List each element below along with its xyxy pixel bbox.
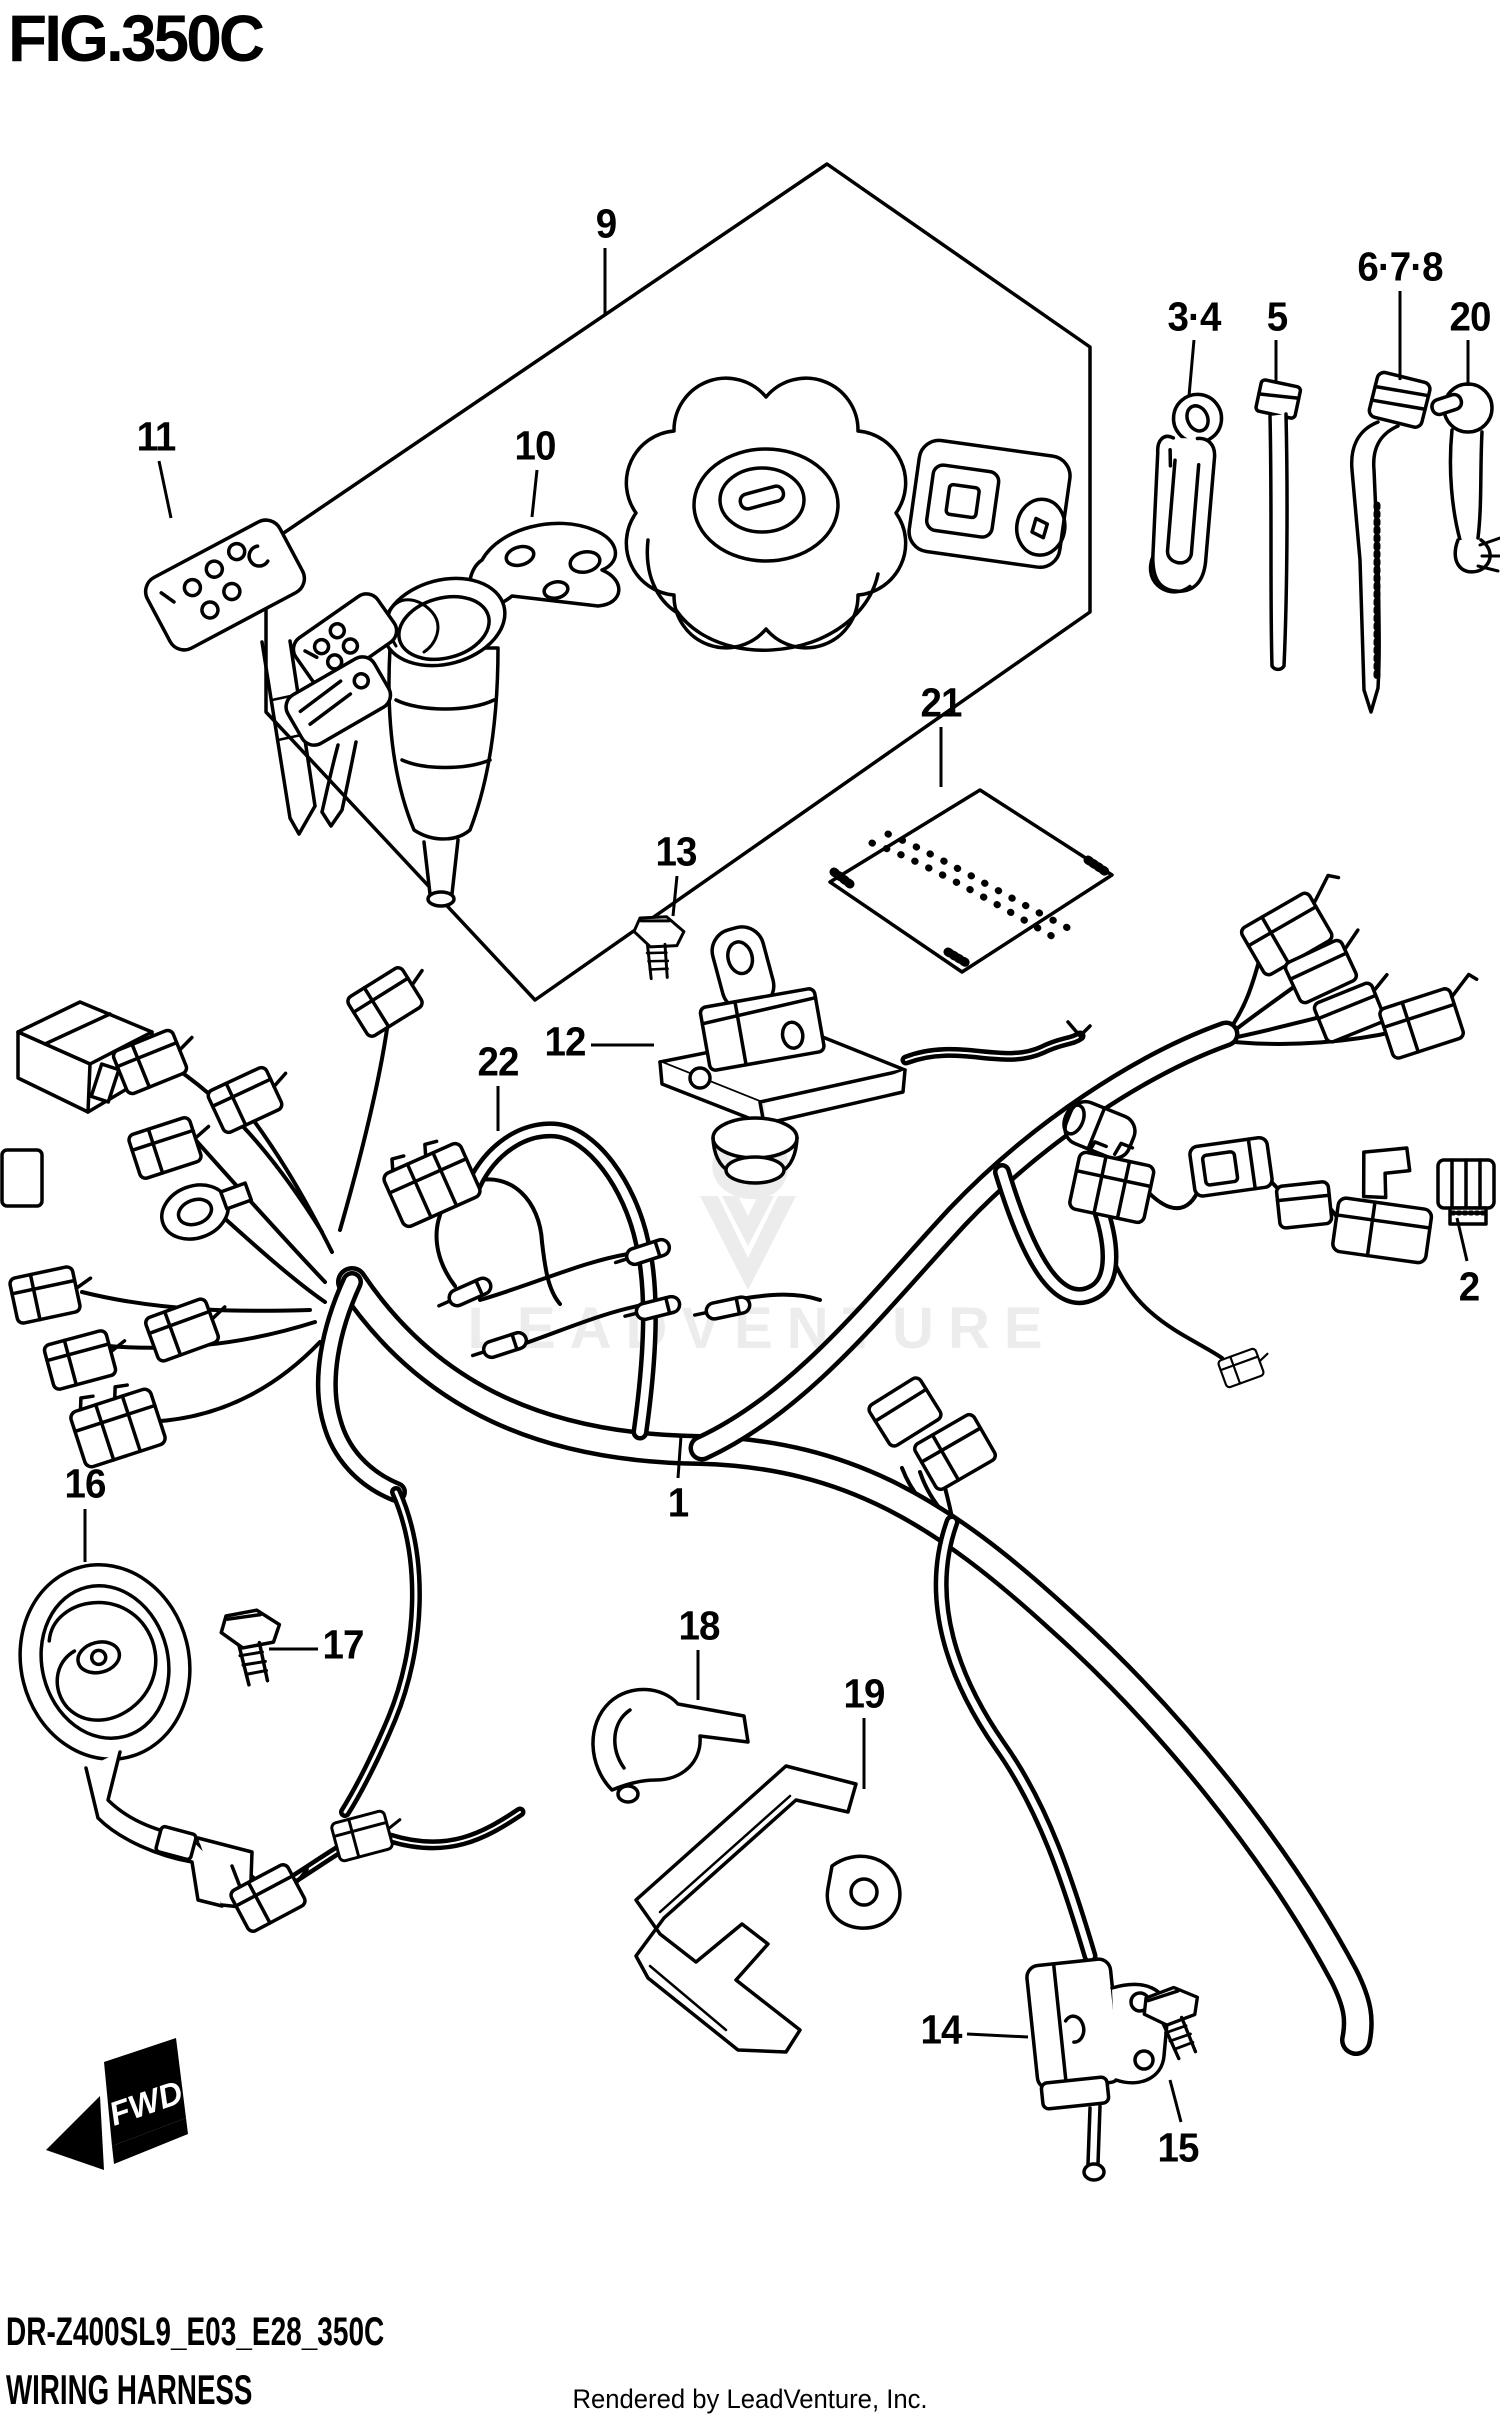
part-19-bracket <box>634 1764 902 2054</box>
part-18-clamp <box>591 1687 750 1804</box>
part-2-connector <box>1436 1158 1496 1226</box>
callout-6-7-8[interactable]: 6·7·8 <box>1357 243 1443 290</box>
render-credit: Rendered by LeadVenture, Inc. <box>572 2384 928 2414</box>
callout-15[interactable]: 15 <box>1157 2124 1200 2171</box>
callout-10[interactable]: 10 <box>514 422 557 469</box>
callout-22[interactable]: 22 <box>477 1038 520 1085</box>
part-5-cable-tie <box>1254 378 1303 672</box>
leader-line-10 <box>530 469 539 518</box>
harness-top-right-cluster <box>1239 873 1479 1060</box>
part-12-switch <box>658 925 907 1185</box>
fwd-arrow: FWD <box>46 2038 188 2170</box>
callout-19[interactable]: 19 <box>843 1670 886 1717</box>
leader-line-13 <box>671 875 679 917</box>
part-20-band <box>1430 382 1500 574</box>
part-21-sheet <box>828 788 1114 974</box>
callout-16[interactable]: 16 <box>64 1460 107 1507</box>
part-6-7-8-clamp <box>1349 370 1432 714</box>
drawing-code: DR-Z400SL9_E03_E28_350C <box>6 2310 385 2354</box>
callout-11[interactable]: 11 <box>136 413 177 460</box>
callout-17[interactable]: 17 <box>322 1621 365 1668</box>
callout-3-4[interactable]: 3·4 <box>1167 293 1222 340</box>
wire-end-barb <box>1066 1020 1092 1038</box>
part-14-switch <box>867 1376 1170 2182</box>
part-9-fuel-cap <box>624 376 908 652</box>
part-10-ignition-switch <box>284 521 621 908</box>
leader-line-2 <box>1455 1217 1469 1262</box>
leader-line-1 <box>676 1435 683 1479</box>
leader-line-14 <box>966 2032 1029 2039</box>
figure-title: FIG.350C <box>8 1 265 75</box>
drawing-title: WIRING HARNESS <box>6 2366 253 2413</box>
harness-tubes <box>286 1020 1374 2056</box>
leader-line-15 <box>1168 2079 1183 2123</box>
harness-left-cluster <box>0 955 753 1471</box>
part-11-key <box>143 518 317 836</box>
callout-9[interactable]: 9 <box>595 200 617 247</box>
callout-21[interactable]: 21 <box>920 679 963 726</box>
part-3-4-band <box>1148 392 1224 594</box>
harness-right-cluster <box>1062 1099 1434 1390</box>
callout-13[interactable]: 13 <box>655 828 698 875</box>
callout-14[interactable]: 14 <box>920 2006 963 2053</box>
callout-20[interactable]: 20 <box>1449 293 1492 340</box>
leader-line-11 <box>157 460 173 519</box>
callout-1[interactable]: 1 <box>667 1479 689 1526</box>
part-9-lock-body <box>907 438 1072 570</box>
leader-line-3-4 <box>1187 339 1196 397</box>
callout-18[interactable]: 18 <box>678 1602 721 1649</box>
callout-12[interactable]: 12 <box>544 1018 587 1065</box>
callout-5[interactable]: 5 <box>1266 293 1288 340</box>
callout-2[interactable]: 2 <box>1458 1263 1480 1310</box>
